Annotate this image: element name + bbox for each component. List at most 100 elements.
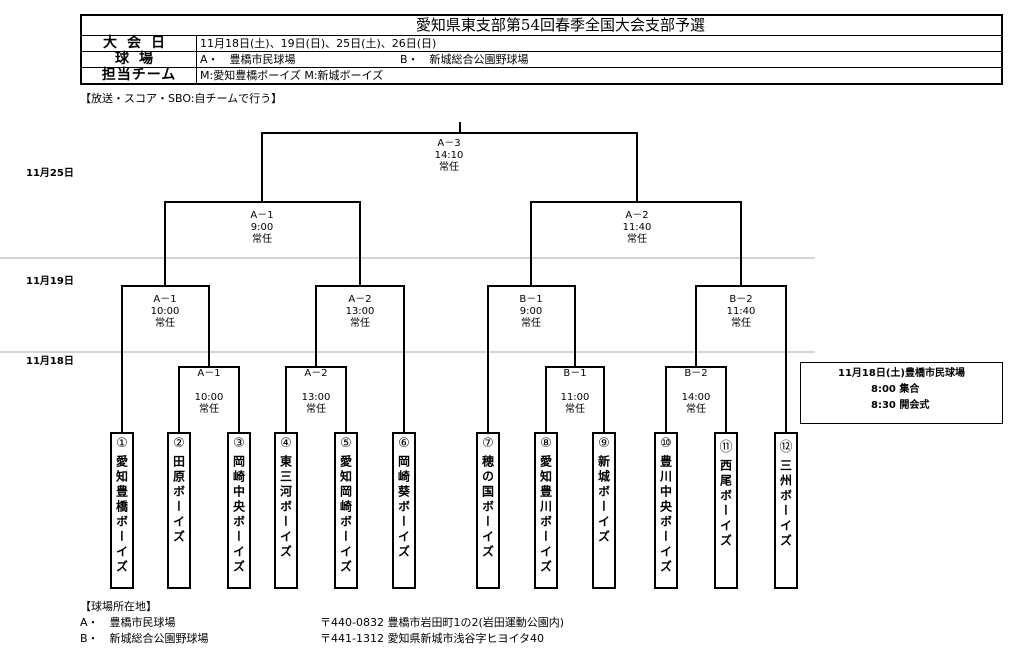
team-name: 東三河ボーイズ (278, 455, 293, 560)
team-number: ② (173, 436, 185, 451)
match-umpire: 常任 (199, 404, 219, 415)
team-box: ① 愛知豊橋ボーイズ (110, 432, 134, 589)
team-number: ③ (233, 436, 245, 451)
venue-a-name: A・ 豊橋市民球場 (80, 616, 176, 629)
team-name: 西尾ボーイズ (718, 459, 733, 549)
opening-date-venue: 11月18日(土)豊橋市民球場 (838, 368, 965, 379)
assembly-time: 8:00 集合 (871, 384, 920, 395)
final-bracket (261, 122, 638, 202)
team-number: ① (116, 436, 128, 451)
team-box: ⑩ 豊川中央ボーイズ (654, 432, 678, 589)
venue-a-address: 〒440-0832 豊橋市岩田町1の2(岩田運動公園内) (320, 616, 565, 629)
r1-a1-bracket (178, 366, 240, 432)
r3-a1-bracket (164, 201, 361, 286)
match-code: A－1 (153, 294, 177, 305)
venue-b-name: B・ 新城総合公園野球場 (80, 632, 209, 645)
r2-a2-bracket (315, 285, 405, 432)
team-box: ⑨ 新城ボーイズ (592, 432, 616, 589)
match-time: 10:00 (150, 306, 180, 317)
r2-a1-bracket (121, 285, 210, 432)
match-code: A－3 (437, 138, 461, 149)
match-umpire: 常任 (306, 404, 326, 415)
r1-b2-bracket (665, 366, 727, 432)
team-number: ⑨ (598, 436, 610, 451)
match-umpire: 常任 (350, 318, 370, 329)
opening-ceremony-time: 8:30 開会式 (871, 400, 930, 411)
date-label-nov19: 11月19日 (26, 276, 74, 287)
venue-value: A・ 豊橋市民球場 B・ 新城総合公園野球場 (196, 51, 1003, 68)
team-name: 岡崎中央ボーイズ (231, 455, 246, 575)
match-code: A－2 (304, 368, 328, 379)
team-number: ⑦ (482, 436, 494, 451)
team-in-charge-value: M:愛知豊橋ボーイズ M:新城ボーイズ (196, 67, 1003, 85)
r1-a2-bracket (285, 366, 347, 432)
match-time: 14:10 (434, 150, 464, 161)
match-time: 14:00 (681, 392, 711, 403)
team-number: ⑥ (398, 436, 410, 451)
venue-b: B・ 新城総合公園野球場 (400, 53, 529, 66)
match-code: B－1 (519, 294, 543, 305)
match-code: A－1 (197, 368, 221, 379)
match-umpire: 常任 (627, 234, 647, 245)
date-label-nov25: 11月25日 (26, 168, 74, 179)
dates-label: 大会日 (80, 35, 197, 52)
match-time: 13:00 (345, 306, 375, 317)
team-name: 三州ボーイズ (778, 459, 793, 549)
team-name: 豊川中央ボーイズ (658, 455, 673, 575)
broadcast-note: 【放送・スコア・SBO:自チームで行う】 (80, 92, 283, 105)
opening-info-box: 11月18日(土)豊橋市民球場 8:00 集合 8:30 開会式 (800, 362, 1003, 424)
team-box: ⑫ 三州ボーイズ (774, 432, 798, 589)
match-time: 9:00 (250, 222, 274, 233)
team-number: ⑫ (779, 440, 793, 455)
team-box: ③ 岡崎中央ボーイズ (227, 432, 251, 589)
r1-b1-bracket (545, 366, 605, 432)
match-code: B－2 (729, 294, 753, 305)
r2-b1-bracket (487, 285, 576, 432)
team-name: 田原ボーイズ (171, 455, 186, 545)
team-box: ② 田原ボーイズ (167, 432, 191, 589)
date-label-nov18: 11月18日 (26, 356, 74, 367)
team-number: ⑩ (660, 436, 672, 451)
match-umpire: 常任 (565, 404, 585, 415)
match-time: 11:40 (622, 222, 652, 233)
match-umpire: 常任 (252, 234, 272, 245)
venue-b-address: 〒441-1312 愛知県新城市浅谷字ヒヨイタ40 (320, 632, 545, 645)
match-umpire: 常任 (686, 404, 706, 415)
match-umpire: 常任 (521, 318, 541, 329)
r2-b2-bracket (695, 285, 787, 432)
match-umpire: 常任 (439, 162, 459, 173)
venue-label: 球場 (80, 51, 197, 68)
team-name: 穂の国ボーイズ (480, 455, 495, 560)
match-code: B－1 (563, 368, 587, 379)
venue-address-title: 【球場所在地】 (80, 600, 157, 613)
match-time: 11:40 (726, 306, 756, 317)
venue-a: A・ 豊橋市民球場 (200, 53, 296, 66)
match-umpire: 常任 (731, 318, 751, 329)
team-name: 岡崎葵ボーイズ (396, 455, 411, 560)
match-time: 9:00 (519, 306, 543, 317)
team-name: 愛知岡崎ボーイズ (338, 455, 353, 575)
match-code: A－1 (250, 210, 274, 221)
team-in-charge-label: 担当チーム (80, 67, 197, 85)
team-name: 新城ボーイズ (596, 455, 611, 545)
team-number: ⑧ (540, 436, 552, 451)
team-name: 愛知豊橋ボーイズ (114, 455, 129, 575)
match-umpire: 常任 (155, 318, 175, 329)
team-box: ⑦ 穂の国ボーイズ (476, 432, 500, 589)
team-box: ⑥ 岡崎葵ボーイズ (392, 432, 416, 589)
